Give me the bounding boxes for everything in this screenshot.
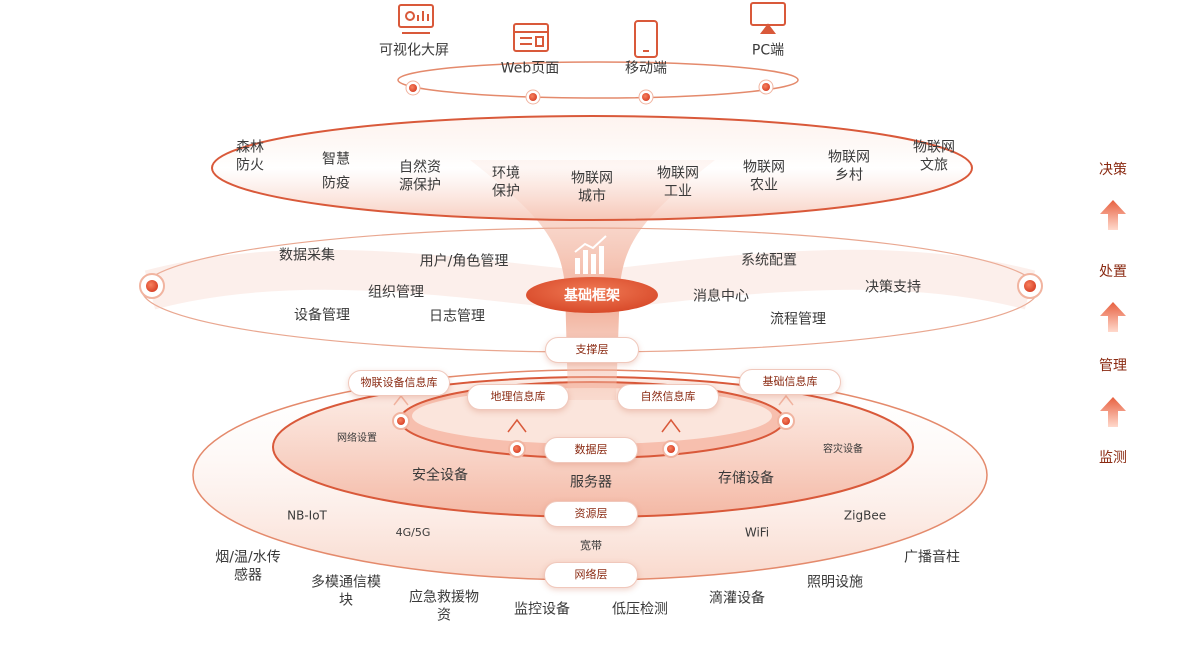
app-natural-resources: 自然资源保护 <box>399 159 441 194</box>
data-ring-dots <box>392 412 795 458</box>
client-pc: PC端 <box>751 42 785 59</box>
app-forest-fire: 森林防火 <box>236 139 264 174</box>
db-basic: 基础信息库 <box>739 369 841 395</box>
layer-network-pill: 网络层 <box>544 562 638 588</box>
device-lighting: 照明设施 <box>807 574 863 591</box>
framework-organization: 组织管理 <box>368 284 424 301</box>
client-visual-screen: 可视化大屏 <box>379 42 449 59</box>
framework-process-mgmt: 流程管理 <box>770 311 826 328</box>
application-ring <box>211 115 973 221</box>
app-iot-agriculture: 物联网农业 <box>743 159 785 194</box>
framework-user-role: 用户/角色管理 <box>419 253 509 270</box>
device-comm-module: 多模通信模块 <box>311 574 381 609</box>
sidebar-decision: 决策 <box>1099 162 1127 178</box>
framework-log-mgmt: 日志管理 <box>429 308 485 325</box>
db-natural: 自然信息库 <box>617 384 719 410</box>
device-broadcast: 广播音柱 <box>904 549 960 566</box>
app-iot-industry: 物联网工业 <box>657 165 699 200</box>
resource-security: 安全设备 <box>412 467 468 484</box>
app-epidemic: 智慧防疫 <box>322 151 350 192</box>
framework-device-mgmt: 设备管理 <box>294 307 350 324</box>
framework-message-center: 消息中心 <box>693 288 749 305</box>
framework-title: 基础框架 <box>564 288 620 304</box>
network-broadband: 宽带 <box>580 539 602 553</box>
framework-decision-support: 决策支持 <box>865 279 921 296</box>
sidebar-handling: 处置 <box>1099 264 1127 280</box>
framework-system-config: 系统配置 <box>741 252 797 269</box>
app-iot-city: 物联网城市 <box>571 170 613 205</box>
sidebar-management: 管理 <box>1099 358 1127 374</box>
framework-chart-icon <box>574 235 607 274</box>
network-wifi: WiFi <box>744 525 770 540</box>
network-zigbee: ZigBee <box>843 508 887 523</box>
layer-resource-pill: 资源层 <box>544 501 638 527</box>
network-4g5g: 4G/5G <box>395 526 431 540</box>
device-monitoring: 监控设备 <box>514 601 570 618</box>
framework-data-collection: 数据采集 <box>279 247 335 264</box>
layer-data-pill: 数据层 <box>544 437 638 463</box>
db-iot-device: 物联设备信息库 <box>348 370 450 396</box>
client-dots <box>405 79 774 105</box>
device-emergency-supplies: 应急救援物资 <box>409 589 479 624</box>
device-sensors: 烟/温/水传感器 <box>215 549 281 584</box>
network-nbiot: NB-IoT <box>287 508 327 523</box>
client-mobile: 移动端 <box>625 60 667 77</box>
mobile-icon <box>634 20 658 58</box>
resource-disaster-recovery: 容灾设备 <box>823 443 863 455</box>
data-chevrons <box>393 394 794 433</box>
client-web-page: Web页面 <box>500 60 560 77</box>
db-geographic: 地理信息库 <box>467 384 569 410</box>
resource-network-setup: 网络设置 <box>337 432 377 444</box>
client-ring <box>397 61 799 99</box>
layer-support-pill: 支撑层 <box>545 337 639 363</box>
resource-server: 服务器 <box>570 474 612 491</box>
app-environment: 环境保护 <box>492 165 520 200</box>
resource-storage: 存储设备 <box>718 470 774 487</box>
large-screen-icon <box>398 4 434 34</box>
device-low-voltage: 低压检测 <box>612 601 668 618</box>
app-iot-village: 物联网乡村 <box>828 149 870 184</box>
app-iot-tourism: 物联网文旅 <box>913 139 955 174</box>
support-dots <box>139 273 1043 299</box>
framework-core <box>526 277 658 313</box>
sidebar-arrows <box>1100 200 1126 427</box>
pc-icon <box>750 2 786 34</box>
sidebar-monitoring: 监测 <box>1099 450 1127 466</box>
device-drip-irrigation: 滴灌设备 <box>709 590 765 607</box>
web-page-icon <box>513 23 549 52</box>
